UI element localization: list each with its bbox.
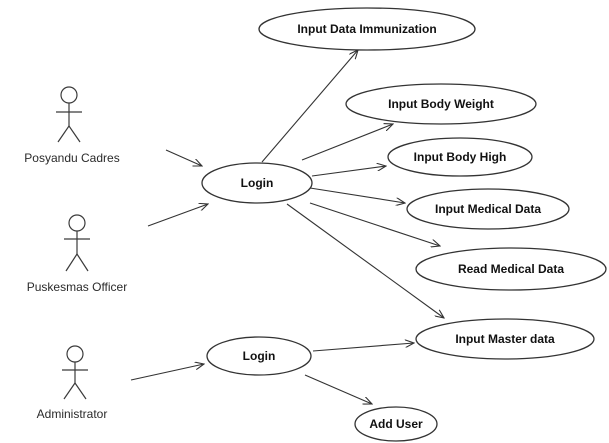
arrow-login-to-input-master	[286, 203, 444, 318]
arrow-login-to-input-medical	[309, 187, 405, 203]
actor-posyandu-cadres: Posyandu Cadres	[24, 86, 120, 165]
use-case-login-admin: Login	[206, 336, 312, 376]
arrow-login-to-read-medical	[309, 202, 440, 246]
use-case-label: Add User	[369, 417, 423, 431]
use-case-label: Input Data Immunization	[297, 22, 436, 36]
actor-puskesmas-officer: Puskesmas Officer	[27, 214, 127, 294]
arrow-login2-to-add-user	[304, 374, 372, 404]
associations	[130, 50, 444, 404]
use-case-add-user: Add User	[354, 406, 438, 442]
arrow-login-to-input-body-high	[311, 166, 386, 177]
use-case-read-medical-data: Read Medical Data	[415, 247, 607, 291]
arrow-posyandu-to-login	[165, 149, 202, 166]
use-case-label: Login	[243, 349, 276, 363]
use-case-label: Input Master data	[455, 332, 555, 346]
use-case-input-master-data: Input Master data	[415, 318, 595, 360]
actor-administrator: Administrator	[37, 345, 108, 421]
use-case-label: Input Medical Data	[435, 202, 541, 216]
use-case-label: Login	[241, 176, 274, 190]
arrow-login-to-input-immunization	[261, 50, 358, 163]
use-case-label: Input Body Weight	[388, 97, 494, 111]
actor-label: Posyandu Cadres	[24, 151, 119, 165]
actor-label: Administrator	[37, 407, 108, 421]
actor-label: Puskesmas Officer	[27, 280, 127, 294]
arrow-puskesmas-to-login	[147, 204, 208, 227]
use-case-input-data-immunization: Input Data Immunization	[258, 7, 476, 51]
use-case-label: Read Medical Data	[458, 262, 564, 276]
arrow-login2-to-input-master	[312, 343, 414, 352]
use-case-input-body-high: Input Body High	[387, 137, 533, 177]
stick-figure-icon	[56, 86, 82, 143]
arrow-login-to-input-body-weight	[301, 124, 393, 161]
stick-figure-icon	[64, 214, 90, 272]
use-case-login: Login	[201, 162, 313, 204]
arrow-administrator-to-login	[130, 364, 204, 381]
use-case-label: Input Body High	[414, 150, 507, 164]
use-case-input-medical-data: Input Medical Data	[406, 188, 570, 230]
use-case-input-body-weight: Input Body Weight	[345, 83, 537, 125]
stick-figure-icon	[62, 345, 88, 400]
